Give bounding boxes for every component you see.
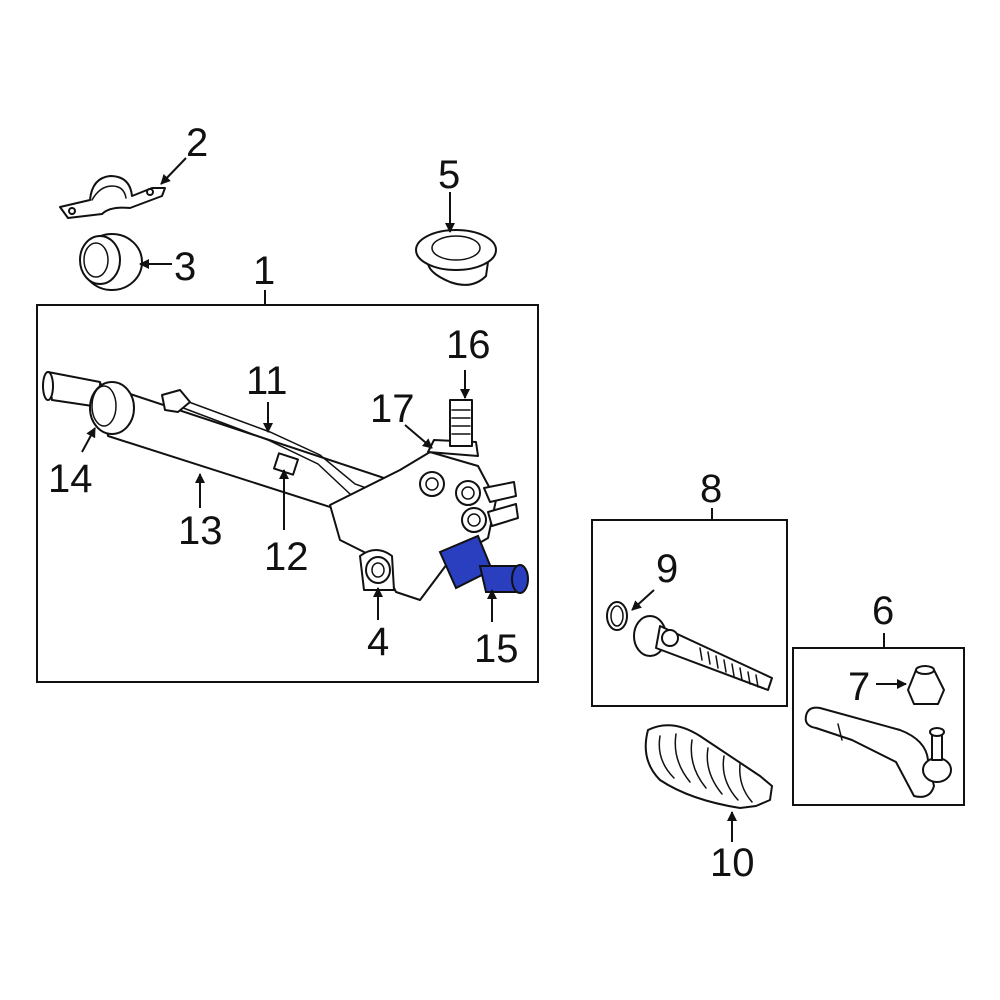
highlighted-cylinder-part-15[interactable]	[438, 534, 529, 594]
callout-5: 5	[438, 153, 460, 197]
leader-2	[160, 157, 187, 185]
callout-3: 3	[174, 245, 196, 289]
leader-9	[631, 589, 655, 611]
leader-17	[404, 424, 433, 449]
steering-rack-assembly[interactable]	[42, 371, 519, 601]
callout-9: 9	[656, 547, 678, 591]
group-frame-8	[591, 519, 788, 707]
callout-6: 6	[872, 589, 894, 633]
callout-13: 13	[178, 509, 223, 553]
boot-part-10[interactable]	[644, 724, 773, 809]
callout-14: 14	[48, 457, 93, 501]
bracket-part-2[interactable]	[59, 175, 166, 219]
group-frame-6	[792, 647, 965, 806]
callout-2: 2	[186, 121, 208, 165]
callout-4: 4	[367, 620, 389, 664]
ring-part-9[interactable]	[606, 601, 628, 631]
inner-tie-rod-part-8[interactable]	[633, 615, 773, 691]
bushing-part-3[interactable]	[79, 233, 143, 291]
grommet-part-5[interactable]	[415, 229, 497, 286]
callout-10: 10	[710, 841, 755, 885]
callout-11: 11	[246, 359, 288, 403]
callout-7: 7	[848, 665, 870, 709]
outer-tie-rod-end-part-6[interactable]	[804, 706, 952, 798]
callout-17: 17	[370, 387, 415, 431]
group-frame-1	[36, 304, 539, 683]
callout-15: 15	[474, 627, 519, 671]
callout-8: 8	[700, 467, 722, 511]
callout-1: 1	[253, 249, 275, 293]
nut-part-7[interactable]	[907, 665, 945, 705]
callout-12: 12	[264, 535, 309, 579]
callout-16: 16	[446, 323, 491, 367]
leader-14	[81, 427, 96, 453]
